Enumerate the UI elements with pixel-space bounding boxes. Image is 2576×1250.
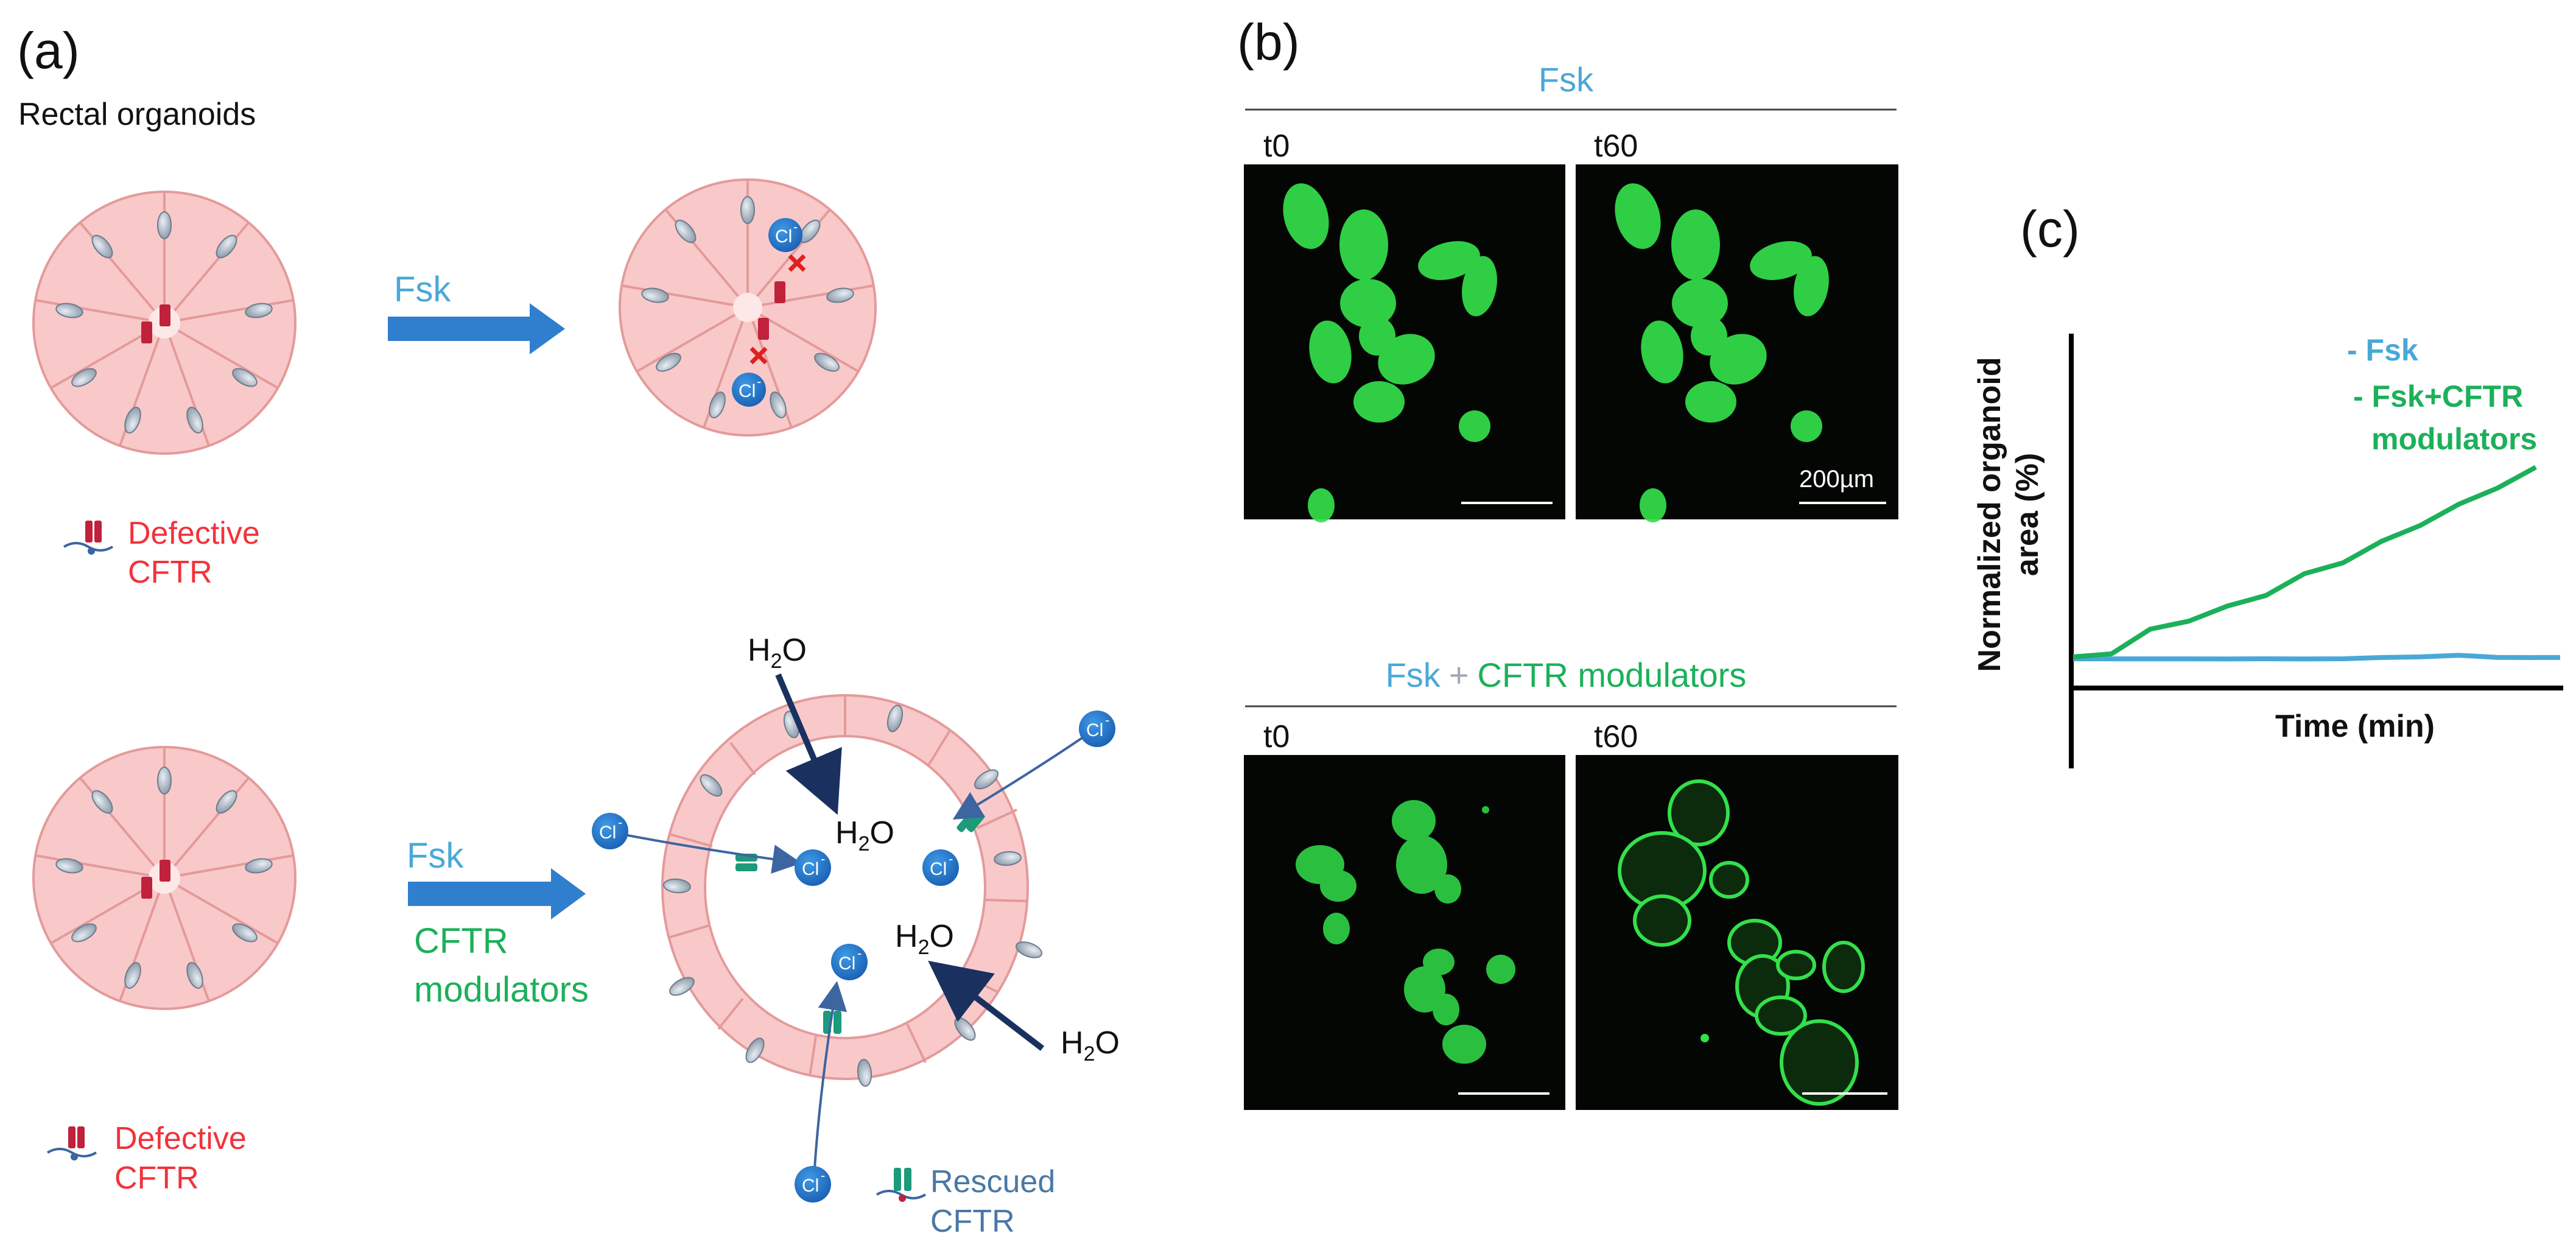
series-line-fsk xyxy=(2073,653,2536,662)
svg-text:Cl: Cl xyxy=(739,381,756,401)
chloride-arrow-left xyxy=(611,831,802,874)
block-cross-upper xyxy=(788,254,806,272)
organoid-fsk-defective: Cl - Cl - xyxy=(619,178,877,437)
rescued-cftr-legend-line2: CFTR xyxy=(930,1204,1015,1239)
time-label-top-t0: t0 xyxy=(1263,128,1290,164)
panel-b-label: (b) xyxy=(1237,13,1300,71)
water-arrow-right xyxy=(928,960,1045,1051)
chloride-ion-lumen-bottom: Cl - xyxy=(831,944,868,980)
arrow-bottom-label-cftr: CFTR xyxy=(414,921,508,961)
condition-fsk-label: Fsk xyxy=(1539,60,1594,99)
svg-text:Cl: Cl xyxy=(599,823,616,843)
panel-a-label: (a) xyxy=(17,22,80,79)
defective-cftr-legend-bottom-line1: Defective xyxy=(114,1121,247,1156)
panel-a: (a) Rectal organoids xyxy=(17,22,1120,1239)
panel-c: (c) Normalized organoid area (%) Time (m… xyxy=(1972,200,2563,768)
organoid-swollen-rescued xyxy=(661,694,1043,1087)
arrow-bottom-label-modulators: modulators xyxy=(414,970,589,1009)
chart-ylabel-line2: area (%) xyxy=(2010,453,2045,576)
organoid-untreated-top xyxy=(32,191,297,455)
blocked-chloride-ion-upper: Cl - xyxy=(768,218,802,252)
arrow-bottom-label-fsk: Fsk xyxy=(407,836,464,876)
chloride-ion-outside-bottom: Cl - xyxy=(795,1166,831,1203)
water-label-right: H2O xyxy=(1061,1025,1120,1066)
water-label-lumen-right: H2O xyxy=(895,919,954,959)
legend-fsk: - Fsk xyxy=(2347,333,2418,367)
panel-b: (b) Fsk t0 t60 xyxy=(1237,13,1898,1110)
svg-text:Cl: Cl xyxy=(802,859,819,879)
panel-c-label: (c) xyxy=(2020,200,2080,258)
arrow-fsk-top-label: Fsk xyxy=(394,270,451,309)
svg-text:Cl: Cl xyxy=(802,1176,819,1196)
water-label-lumen-top: H2O xyxy=(835,815,894,855)
defective-cftr-legend-icon-top xyxy=(63,521,114,555)
micrograph-fsk-t0 xyxy=(1244,164,1565,522)
chart-series-layer xyxy=(2072,465,2560,662)
defective-cftr-legend-bottom-line2: CFTR xyxy=(114,1160,199,1196)
legend-fsk-modulators-line1: - Fsk+CFTR xyxy=(2353,379,2523,413)
svg-text:-: - xyxy=(793,219,798,234)
chloride-ion-lumen-left: Cl - xyxy=(795,849,831,886)
panel-a-title: Rectal organoids xyxy=(18,97,256,132)
series-line-fsk-cftr-modulators xyxy=(2072,465,2537,659)
chart-xlabel: Time (min) xyxy=(2275,709,2435,744)
water-label-top: H2O xyxy=(748,633,807,673)
chart-ylabel-line1: Normalized organoid xyxy=(1972,357,2007,672)
chloride-ion-outside-left: Cl - xyxy=(592,813,628,849)
defective-cftr-legend-top-line1: Defective xyxy=(128,516,260,551)
svg-text:-: - xyxy=(757,374,761,389)
block-cross-lower xyxy=(749,346,768,365)
scale-bar-label: 200µm xyxy=(1799,466,1874,493)
micrograph-fsk-t60 xyxy=(1576,164,1898,522)
chloride-ion-lumen-right: Cl - xyxy=(922,849,959,886)
svg-text:-: - xyxy=(857,946,862,961)
svg-text:-: - xyxy=(949,851,953,866)
rescued-cftr-legend-icon xyxy=(876,1168,927,1202)
arrow-fsk-modulators xyxy=(408,868,586,919)
svg-text:Cl: Cl xyxy=(838,953,855,974)
svg-text:-: - xyxy=(618,815,622,830)
blocked-chloride-ion-lower: Cl - xyxy=(732,373,766,407)
chloride-arrow-right xyxy=(952,731,1092,820)
rescued-cftr-legend-line1: Rescued xyxy=(930,1164,1055,1199)
chloride-arrow-bottom xyxy=(813,981,848,1179)
svg-text:-: - xyxy=(821,1168,825,1183)
svg-text:Cl: Cl xyxy=(1086,720,1103,740)
legend-fsk-modulators-line2: modulators xyxy=(2371,422,2537,456)
micrograph-modulators-t0 xyxy=(1244,755,1565,1110)
svg-text:Cl: Cl xyxy=(775,226,792,247)
organoid-untreated-bottom xyxy=(32,746,297,1010)
time-label-top-t60: t60 xyxy=(1594,128,1638,164)
time-label-bottom-t60: t60 xyxy=(1594,719,1638,754)
condition-fsk-modulators-label: Fsk+CFTR modulators xyxy=(1386,656,1747,694)
arrow-fsk-top xyxy=(388,303,565,354)
micrograph-modulators-t60 xyxy=(1576,755,1898,1110)
svg-text:Cl: Cl xyxy=(930,859,947,879)
water-arrow-top xyxy=(775,673,842,815)
svg-text:-: - xyxy=(1105,712,1109,728)
defective-cftr-legend-icon-bottom xyxy=(46,1126,97,1160)
defective-cftr-legend-top-line2: CFTR xyxy=(128,555,212,590)
chloride-ion-outside-right: Cl - xyxy=(1079,711,1115,747)
time-label-bottom-t0: t0 xyxy=(1263,719,1290,754)
svg-text:-: - xyxy=(821,851,825,866)
